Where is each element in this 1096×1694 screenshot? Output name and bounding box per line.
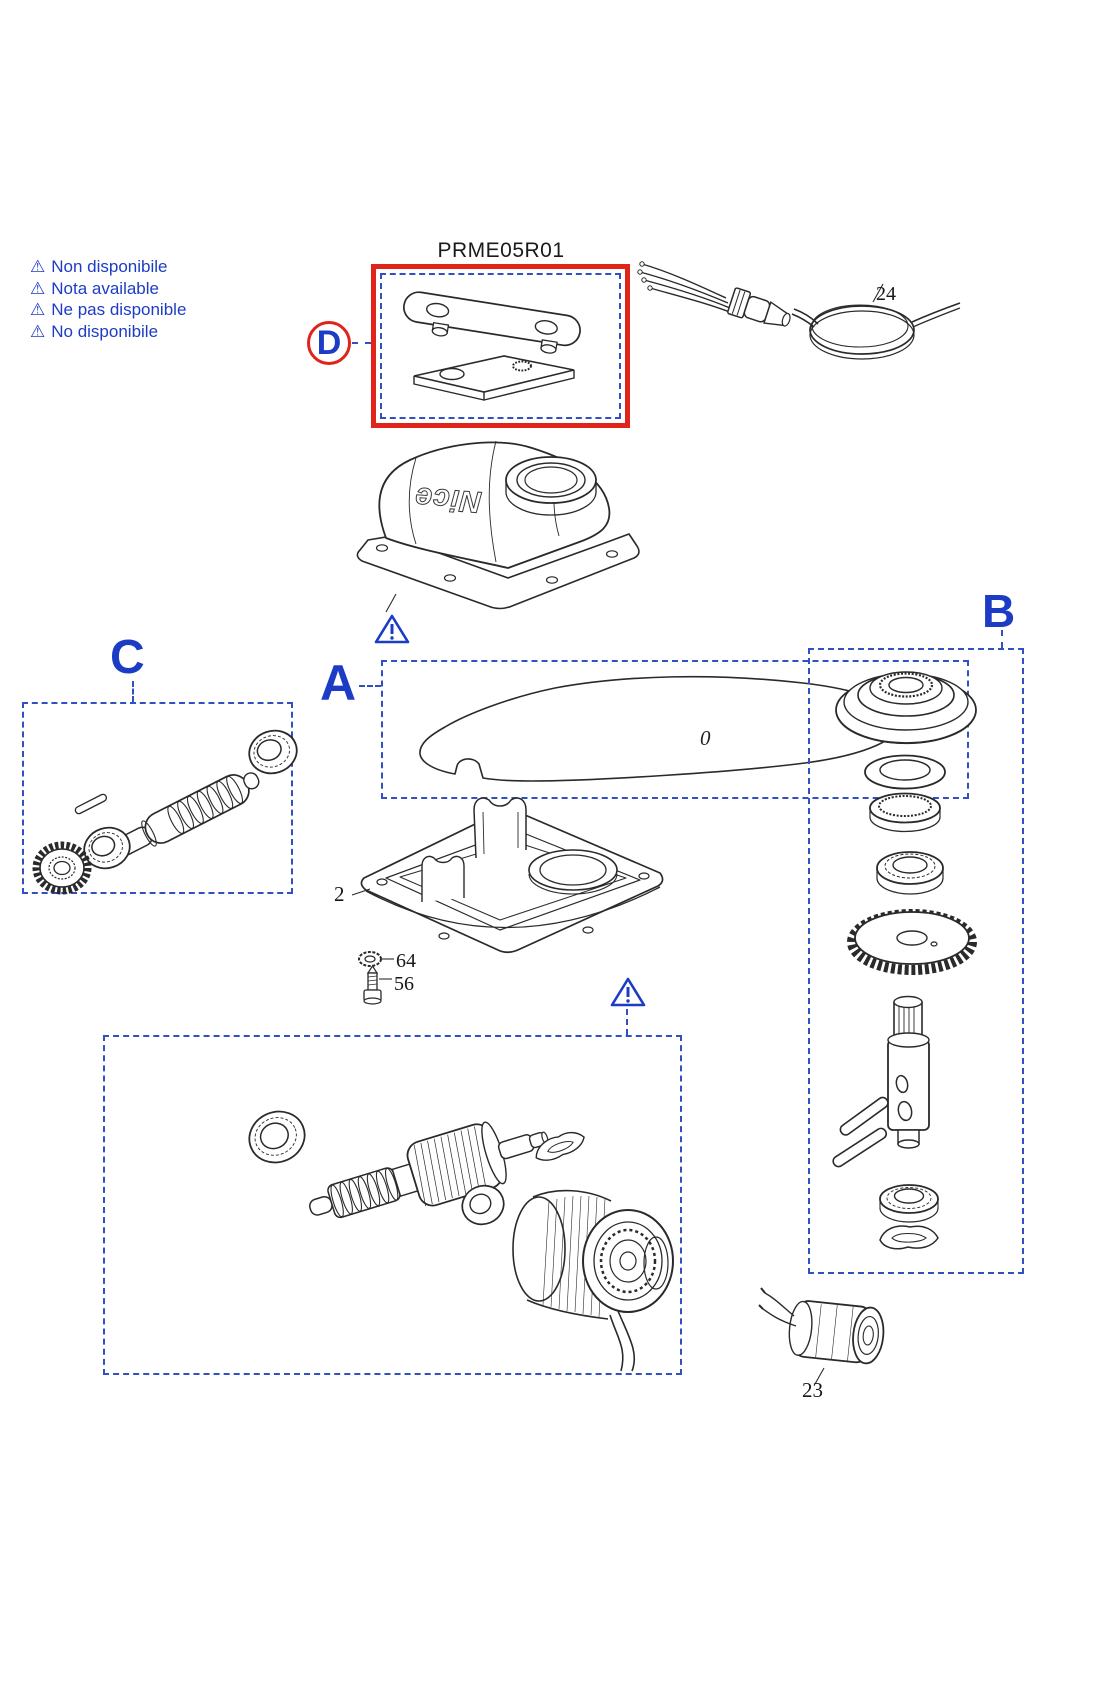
crown-gear-icon (847, 909, 977, 975)
warning-icon: ⚠ (30, 278, 46, 298)
notice-line: ⚠ Ne pas disponible (30, 299, 186, 321)
pinion-gear-icon (32, 841, 92, 895)
plate-peg (540, 339, 558, 354)
notice-text: Nota available (51, 278, 159, 298)
small-bearing-icon (879, 1184, 939, 1223)
kit-c-connector (132, 681, 134, 702)
warning-triangle-icon (610, 977, 646, 1007)
part-24-leader (872, 283, 884, 303)
bearing-icon (83, 826, 131, 870)
ball-bearing-icon (876, 851, 944, 895)
base-housing-drawing (351, 797, 664, 954)
cable-wires (637, 261, 733, 314)
motor-kit-boundary (103, 1035, 682, 1375)
screw-icon (363, 964, 392, 1005)
cable-gland (727, 287, 791, 327)
kit-c-label: C (110, 631, 145, 684)
cover-flange (356, 533, 640, 610)
part-number-capacitor: 23 (802, 1378, 823, 1402)
drive-pin-icon (839, 1096, 889, 1136)
flat-washer-icon (864, 754, 946, 790)
kit-c-boundary (22, 702, 298, 895)
motor-kit-connector (626, 1009, 628, 1035)
kit-d-connector (352, 342, 371, 344)
output-seal-cap-icon (835, 671, 977, 745)
kit-a-label: A (320, 655, 357, 711)
part-23-leader (814, 1367, 825, 1385)
warning-leader (385, 593, 397, 613)
warning-icon: ⚠ (30, 300, 46, 319)
kit-d-highlight-box (371, 264, 630, 428)
housing-logo-text: Nice (413, 481, 483, 519)
capacitor-drawing (758, 1287, 885, 1385)
clamp-plate-bottom (413, 355, 575, 401)
kit-b-connector (1001, 630, 1003, 648)
rotor-shaft (309, 1121, 549, 1219)
notice-text: No disponibile (51, 321, 159, 341)
housing-saddle-pillar (421, 855, 465, 902)
kit-c-worm-shaft-drawing (32, 729, 298, 895)
kit-d-plates-drawing (403, 291, 581, 401)
stator-wire (617, 1310, 636, 1372)
notice-line: ⚠ Non disponibile (30, 256, 186, 278)
cable-coil (809, 302, 961, 360)
kit-d-label-badge: D (307, 321, 351, 365)
wave-washer-icon (535, 1131, 585, 1161)
motor-assembly-drawing (248, 1110, 674, 1372)
drive-pin-icon (832, 1127, 888, 1168)
wave-washer-icon (879, 1225, 939, 1250)
notice-text: Non disponibile (51, 257, 168, 276)
clamp-plate-top (403, 291, 581, 354)
roll-pin-icon (74, 793, 108, 815)
kit-d-label: D (316, 323, 342, 362)
notice-line: ⚠ Nota available (30, 278, 186, 300)
kit-code-title: PRME05R01 (437, 239, 565, 262)
notice-text: Ne pas disponible (51, 300, 187, 319)
warning-icon: ⚠ (30, 321, 46, 341)
kit-b-label: B (982, 585, 1016, 637)
plate-peg (431, 321, 450, 337)
part-number-base-housing: 2 (334, 882, 345, 906)
kit-d-dashed-boundary (380, 273, 621, 419)
warning-triangle-icon (374, 614, 410, 644)
bearing-icon (248, 1110, 306, 1164)
kit-b-boundary (808, 648, 1024, 1274)
bearing-icon (248, 729, 298, 775)
stator-wire (609, 1314, 624, 1372)
availability-notices: ⚠ Non disponibile ⚠ Nota available ⚠ Ne … (30, 256, 186, 342)
capacitor-body (788, 1300, 885, 1365)
kit-a-boundary (381, 660, 969, 799)
housing-saddle-pillar (473, 797, 527, 859)
part-number-screw: 56 (394, 973, 414, 995)
kit-a-connector (359, 685, 381, 687)
stator-icon (512, 1189, 674, 1372)
part-2-leader (351, 888, 371, 896)
stray-zero-annotation: 0 (700, 726, 711, 750)
lock-washer-icon (358, 951, 394, 967)
part-number-lock-washer: 64 (396, 950, 416, 972)
housing-port-ring (528, 849, 618, 895)
part-number-cable: 24 (876, 283, 896, 305)
power-cable-drawing (637, 261, 961, 360)
output-coupling-icon (887, 995, 930, 1149)
washer-screw-drawing (358, 951, 394, 1005)
notice-line: ⚠ No disponibile (30, 321, 186, 343)
gearbox-top-cover-drawing: Nice (356, 440, 640, 613)
warning-icon: ⚠ (30, 257, 46, 276)
bearing-icon (461, 1184, 505, 1226)
kit-b-output-assembly-drawing (832, 671, 977, 1250)
gasket-drawing (419, 675, 901, 782)
capacitor-wires (758, 1287, 797, 1327)
seal-ring-icon (869, 792, 941, 833)
cover-output-port (505, 456, 597, 516)
